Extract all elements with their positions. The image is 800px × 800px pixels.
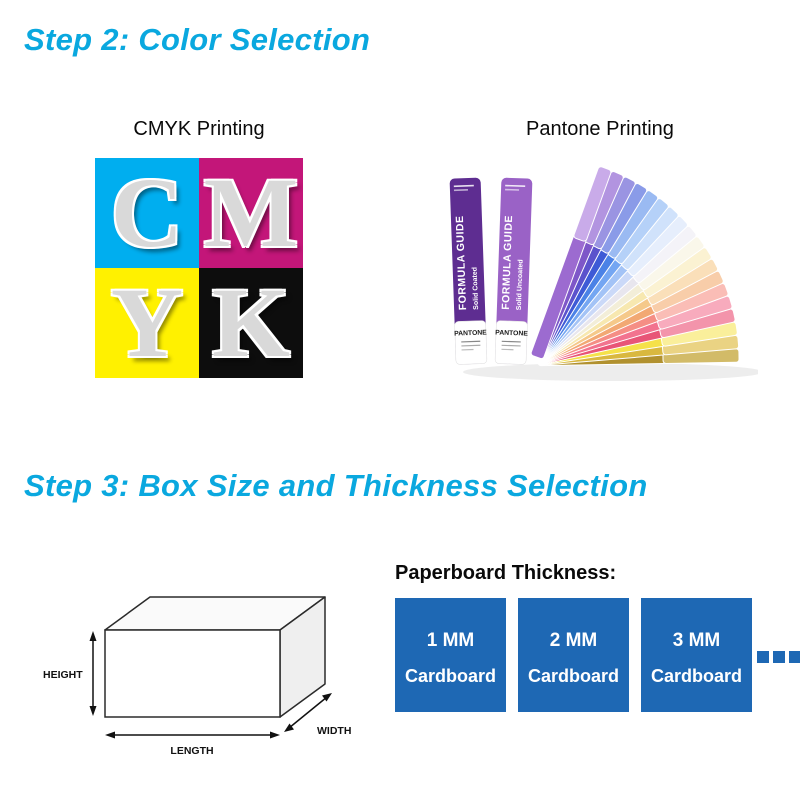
guide2-footer-line xyxy=(501,348,514,351)
guide2-footer-line xyxy=(501,344,521,347)
paperboard-thickness-heading: Paperboard Thickness: xyxy=(395,562,617,584)
cmyk-tile-c: C xyxy=(95,158,199,268)
pantone-guide-coated: FORMULA GUIDE Solid Coated PANTONE xyxy=(449,177,488,365)
ellipsis-dot xyxy=(773,651,785,663)
step3-title: Step 3: Box Size and Thickness Selection xyxy=(24,468,648,503)
thickness-material: Cardboard xyxy=(650,665,742,686)
length-arrowhead-left xyxy=(105,731,115,739)
thickness-options-row: 1 MM Cardboard 2 MM Cardboard 3 MM Cardb… xyxy=(395,598,752,712)
pantone-fan-graphic: FORMULA GUIDE Solid Coated PANTONE FORMU… xyxy=(449,166,758,381)
guide2-subtitle: Solid Uncoated xyxy=(516,259,525,310)
guide1-footer-line xyxy=(461,340,481,343)
guide1-cover xyxy=(449,177,487,365)
cmyk-letter-k: K xyxy=(212,267,290,378)
length-label: LENGTH xyxy=(170,745,213,757)
pantone-printing-label: Pantone Printing xyxy=(526,118,674,140)
guide1-footer xyxy=(454,320,488,365)
more-options-ellipsis xyxy=(757,651,800,663)
guide2-fineprint-line xyxy=(505,188,520,191)
guide1-fineprint-line xyxy=(453,184,474,188)
cmyk-tile-y: Y xyxy=(95,268,199,378)
guide2-footer xyxy=(494,320,528,365)
thickness-size: 3 MM xyxy=(672,629,721,651)
box-dimensions-diagram: HEIGHT LENGTH WIDTH xyxy=(43,596,351,757)
thickness-option-2mm: 2 MM Cardboard xyxy=(518,598,629,712)
height-arrowhead-top xyxy=(89,631,97,641)
cmyk-letter-c: C xyxy=(110,157,184,268)
thickness-material: Cardboard xyxy=(404,665,496,686)
guide2-footer-line xyxy=(501,340,521,343)
cmyk-letter-m: M xyxy=(203,157,299,268)
thickness-option-3mm: 3 MM Cardboard xyxy=(641,598,752,712)
height-label: HEIGHT xyxy=(43,669,83,681)
cmyk-letter-y: Y xyxy=(110,267,184,378)
width-arrowhead-end xyxy=(322,693,332,702)
guide2-cover xyxy=(495,177,533,365)
pantone-fan xyxy=(530,166,740,367)
cmyk-tile-k: K xyxy=(199,268,303,378)
width-arrow xyxy=(288,696,328,729)
thickness-size: 1 MM xyxy=(426,629,475,651)
fan-shadow xyxy=(463,363,758,381)
guide1-subtitle: Solid Coated xyxy=(472,267,480,310)
guide1-title: FORMULA GUIDE xyxy=(454,215,469,310)
cmyk-grid: C M Y K xyxy=(95,158,303,378)
guide1-footer-line xyxy=(461,344,481,347)
ellipsis-dot xyxy=(757,651,769,663)
step2-title: Step 2: Color Selection xyxy=(24,22,371,57)
guide2-title: FORMULA GUIDE xyxy=(500,215,515,310)
box-front-face xyxy=(104,629,281,718)
pantone-guide-uncoated: FORMULA GUIDE Solid Uncoated PANTONE xyxy=(494,177,533,365)
guide1-footer-line xyxy=(461,348,474,351)
thickness-option-1mm: 1 MM Cardboard xyxy=(395,598,506,712)
thickness-size: 2 MM xyxy=(549,629,598,651)
thickness-material: Cardboard xyxy=(527,665,619,686)
width-label: WIDTH xyxy=(317,725,351,737)
guide2-brand: PANTONE xyxy=(495,329,528,337)
length-arrowhead-right xyxy=(270,731,280,739)
width-arrowhead-start xyxy=(284,723,294,732)
guide2-fineprint-line xyxy=(505,184,526,188)
guide1-fineprint-line xyxy=(453,189,468,192)
guide1-brand: PANTONE xyxy=(454,329,487,337)
ellipsis-dot xyxy=(789,651,800,663)
cmyk-tile-m: M xyxy=(199,158,303,268)
cmyk-printing-label: CMYK Printing xyxy=(133,118,265,140)
height-arrowhead-bottom xyxy=(89,706,97,716)
